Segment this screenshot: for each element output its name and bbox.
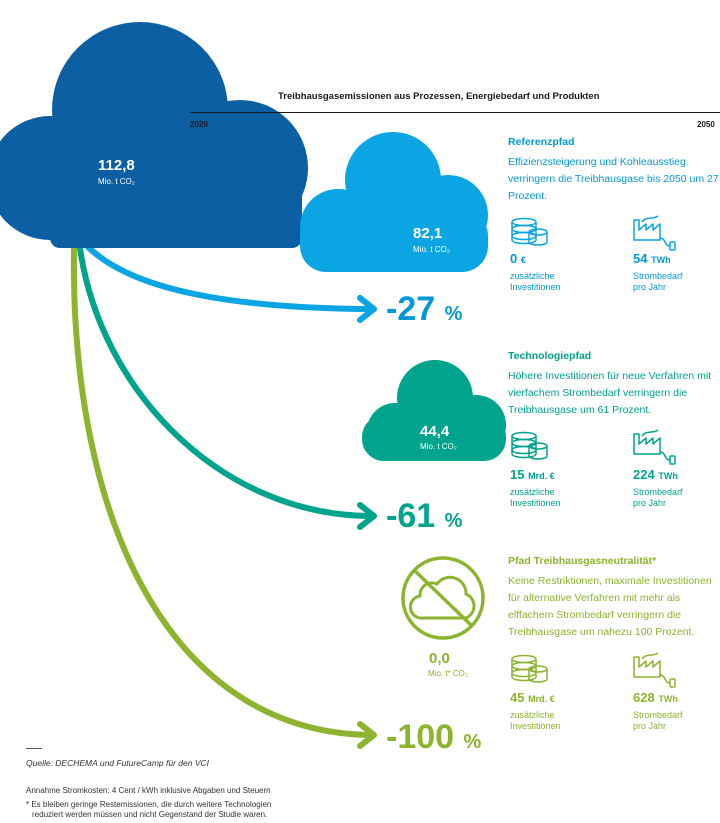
ref-description: Effizienzsteigerung und Kohleausstieg ve… xyxy=(508,156,719,202)
footnote-residual-1: * Es bleiben geringe Restemissionen, die… xyxy=(26,800,272,809)
footnote-residual-2: reduziert werden müssen und nicht Gegens… xyxy=(32,810,268,819)
ref-investment-value: 0 € xyxy=(510,251,526,266)
cloud-2020 xyxy=(0,22,308,248)
factory-plug-icon xyxy=(633,429,676,465)
arrow-referenzpfad xyxy=(83,242,373,312)
arrow-neutralitaet-head xyxy=(357,721,377,749)
cloud-referenzpfad xyxy=(300,132,488,272)
ref-cloud-unit: Mio. t CO₂ xyxy=(413,245,450,254)
factory-plug-icon xyxy=(633,652,676,688)
arrow-referenzpfad-head xyxy=(357,295,377,323)
cloud-technologiepfad xyxy=(362,360,506,461)
source-rule xyxy=(26,748,42,749)
arrow-neutralitaet xyxy=(70,245,373,738)
stat-icons xyxy=(511,215,676,688)
ref-cloud-value: 82,1 xyxy=(413,225,443,242)
coins-stack-icon xyxy=(511,654,548,683)
year-end: 2050 xyxy=(697,120,715,129)
crossed-out-cloud-icon xyxy=(401,556,485,640)
tech-cloud-unit: Mio. t CO₂ xyxy=(420,442,457,451)
ref-percent: -27 % xyxy=(386,290,463,328)
coins-stack-icon xyxy=(511,431,548,460)
neutral-description: Keine Restriktionen, maximale Investitio… xyxy=(508,575,712,638)
factory-plug-icon xyxy=(633,215,676,251)
start-value: 112,8 xyxy=(98,157,135,174)
tech-description: Höhere Investitionen für neue Verfahren … xyxy=(508,370,712,416)
neutral-percent: -100 % xyxy=(386,718,482,756)
chart-title: Treibhausgasemissionen aus Prozessen, En… xyxy=(278,91,600,102)
ref-title: Referenzpfad xyxy=(508,136,575,148)
coins-stack-icon xyxy=(511,217,548,246)
arrow-technologiepfad xyxy=(77,245,373,519)
tech-investment-value: 15 Mrd. € xyxy=(510,467,555,482)
tech-power-value: 224 TWh xyxy=(633,467,678,482)
neutral-investment-value: 45 Mrd. € xyxy=(510,690,555,705)
neutral-power-value: 628 TWh xyxy=(633,690,678,705)
timeline-axis xyxy=(190,112,720,113)
arrow-technologiepfad-head xyxy=(357,502,377,530)
tech-title: Technologiepfad xyxy=(508,350,592,362)
footnote-electricity: Annahme Stromkosten: 4 Cent / kWh inklus… xyxy=(26,786,271,795)
flow-arrows xyxy=(70,242,377,749)
neutral-cloud-unit: Mio. t* CO₂ xyxy=(428,669,468,678)
neutral-cloud-value: 0,0 xyxy=(429,650,450,667)
start-unit: Mio. t CO₂ xyxy=(98,177,135,186)
source-text: Quelle: DECHEMA und FutureCamp für den V… xyxy=(26,758,209,768)
neutral-title: Pfad Treibhausgasneutralität* xyxy=(508,555,657,567)
tech-percent: -61 % xyxy=(386,497,463,535)
ref-power-value: 54 TWh xyxy=(633,251,671,266)
tech-cloud-value: 44,4 xyxy=(420,423,450,440)
year-start: 2020 xyxy=(190,120,208,129)
